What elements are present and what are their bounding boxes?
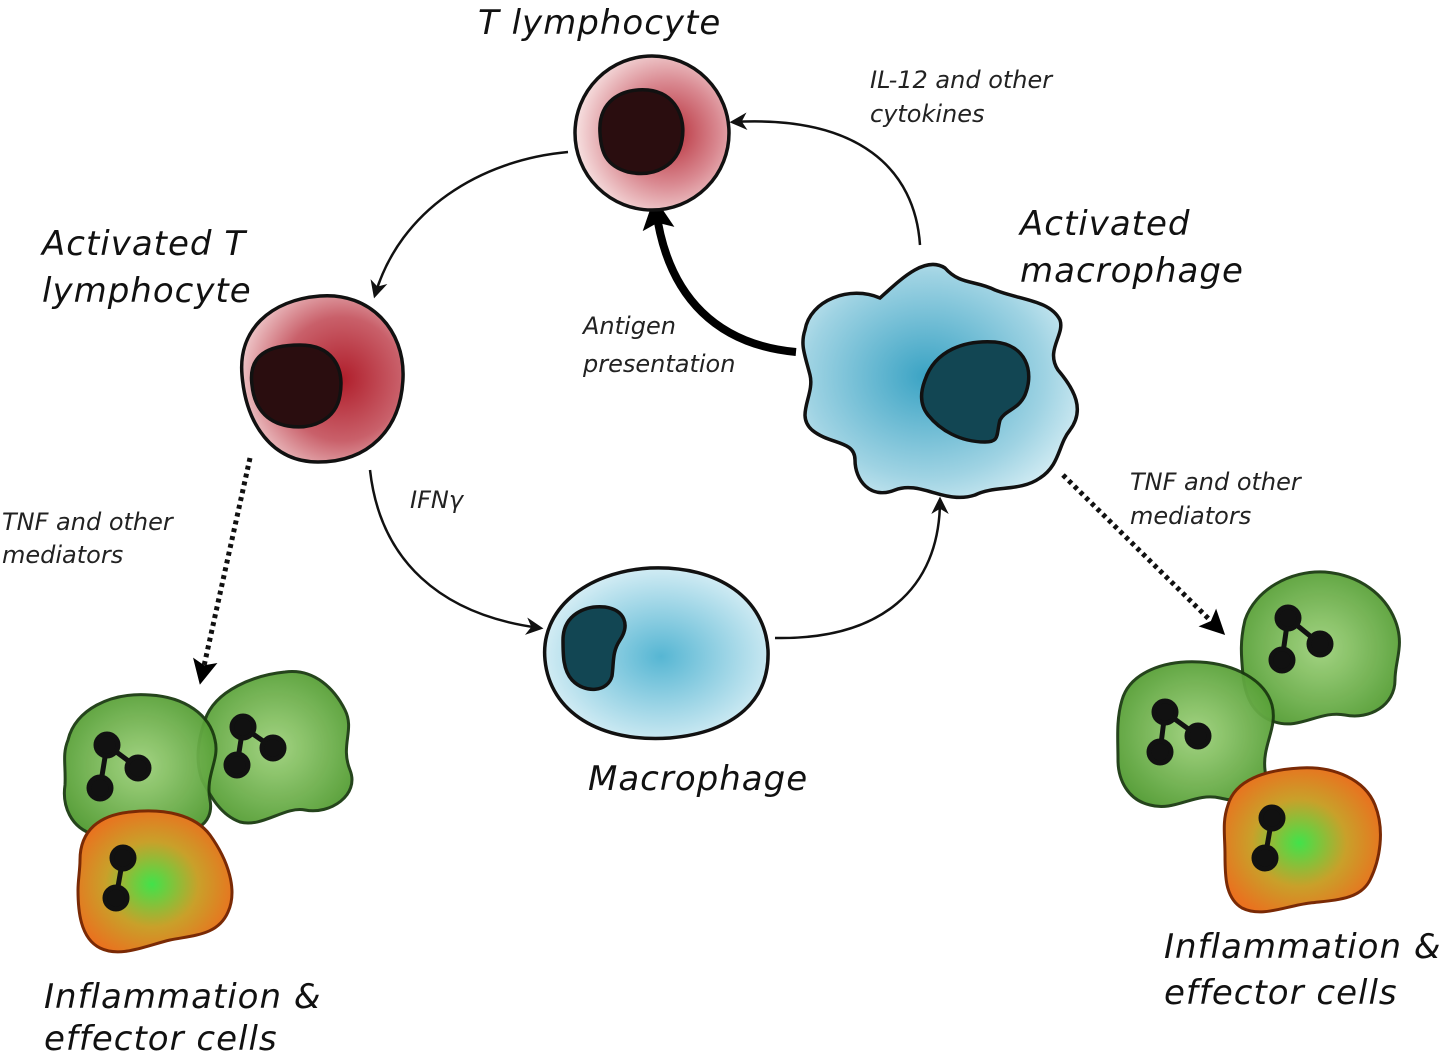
- label-antigen-line2: presentation: [582, 350, 735, 378]
- labels: T lymphocyte Activated T lymphocyte Acti…: [2, 3, 1441, 1055]
- label-activated-t-line1: Activated T: [40, 224, 247, 264]
- t-lymphocyte-cell: [573, 54, 731, 212]
- effector-cells-right: [1116, 570, 1401, 914]
- arrow-t-to-activated-t: [370, 150, 569, 299]
- arrow-antigen-presentation: [642, 197, 797, 356]
- activated-t-lymphocyte-cell: [239, 294, 405, 464]
- label-inflammation-left-line2: effector cells: [44, 1019, 278, 1055]
- label-macrophage: Macrophage: [588, 759, 808, 799]
- label-tnf-right-line1: TNF and other: [1130, 468, 1303, 496]
- label-antigen-line1: Antigen: [581, 312, 676, 340]
- label-il12-line2: cytokines: [870, 100, 985, 128]
- arrow-tnf-left: [193, 457, 253, 685]
- label-t-lymphocyte: T lymphocyte: [478, 3, 721, 43]
- cycle-arrows: [193, 112, 1226, 685]
- label-inflammation-left-line1: Inflammation &: [44, 977, 321, 1017]
- label-inflammation-right-line1: Inflammation &: [1164, 927, 1441, 967]
- label-activated-macrophage-line2: macrophage: [1020, 251, 1244, 291]
- activated-macrophage-cell: [801, 262, 1080, 500]
- label-ifn: IFNγ: [410, 486, 465, 514]
- macrophage-cell: [542, 566, 770, 741]
- label-il12-line1: IL-12 and other: [870, 66, 1054, 94]
- label-tnf-right-line2: mediators: [1130, 502, 1251, 530]
- label-activated-macrophage-line1: Activated: [1018, 204, 1191, 244]
- effector-cells-left: [62, 670, 354, 954]
- arrow-macrophage-activation: [774, 496, 949, 640]
- label-activated-t-line2: lymphocyte: [42, 271, 252, 311]
- label-tnf-left-line1: TNF and other: [2, 508, 175, 536]
- arrow-tnf-right: [1061, 473, 1226, 636]
- effector-orange-cell: [1222, 766, 1382, 914]
- arrow-il12: [729, 112, 922, 246]
- label-inflammation-right-line2: effector cells: [1164, 973, 1398, 1013]
- arrow-ifn: [368, 469, 544, 635]
- label-tnf-left-line2: mediators: [2, 541, 123, 569]
- effector-orange-cell: [76, 809, 234, 954]
